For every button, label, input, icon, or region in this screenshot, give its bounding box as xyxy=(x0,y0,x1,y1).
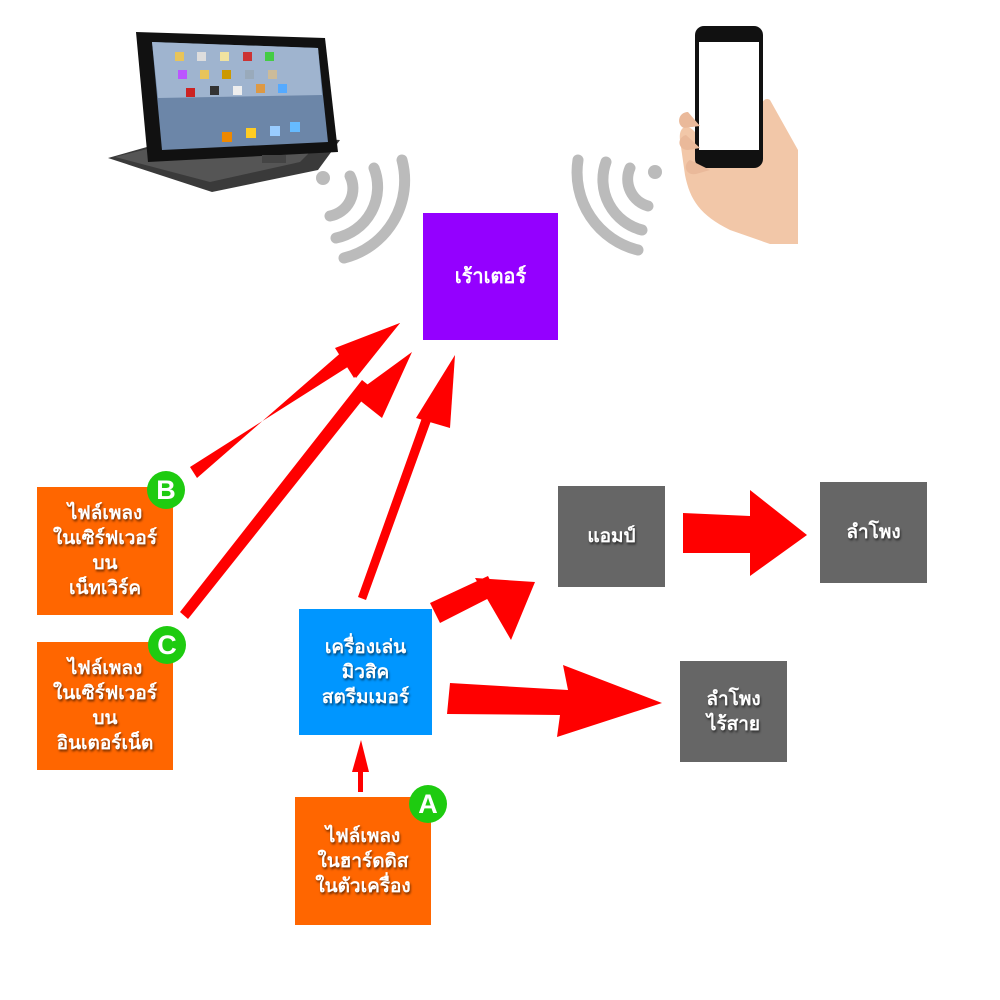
wireless-speaker-line-2: ไร้สาย xyxy=(706,712,761,735)
arrow-amp-to-speaker xyxy=(683,490,807,576)
speaker-box: ลำโพง xyxy=(820,482,927,583)
source-local-line-2: ในฮาร์ดดิส xyxy=(317,849,409,872)
player-line-2: มิวสิค xyxy=(341,660,390,683)
source-internet-server-box: ไฟล์เพลง ในเซิร์ฟเวอร์ บน อินเตอร์เน็ต xyxy=(37,642,173,770)
arrow-player-to-wireless-speaker xyxy=(447,665,662,737)
source-internet-line-3: บน xyxy=(92,707,118,729)
wifi-signal-right-icon xyxy=(571,154,662,256)
amp-box: แอมป์ xyxy=(558,486,665,587)
arrow-network-to-router xyxy=(190,323,400,478)
amp-label: แอมป์ xyxy=(587,525,636,547)
wifi-signal-left-icon xyxy=(316,154,411,264)
badge-c: C xyxy=(148,626,186,664)
arrow-player-to-amp xyxy=(430,576,535,640)
source-internet-line-1: ไฟล์เพลง xyxy=(67,657,143,679)
source-network-line-3: บน xyxy=(92,552,118,574)
tablet-icon xyxy=(108,32,340,192)
router-box: เร้าเตอร์ xyxy=(423,213,558,340)
source-network-line-1: ไฟล์เพลง xyxy=(67,502,143,524)
wireless-speaker-box: ลำโพง ไร้สาย xyxy=(680,661,787,762)
source-local-line-3: ในตัวเครื่อง xyxy=(315,874,411,897)
source-local-harddisk-box: ไฟล์เพลง ในฮาร์ดดิส ในตัวเครื่อง xyxy=(295,797,431,925)
source-network-line-2: ในเซิร์ฟเวอร์ xyxy=(52,527,158,549)
source-internet-line-4: อินเตอร์เน็ต xyxy=(56,732,154,754)
source-local-line-1: ไฟล์เพลง xyxy=(325,824,401,847)
arrow-player-to-router xyxy=(358,355,455,600)
arrow-local-to-player xyxy=(352,740,369,792)
badge-a: A xyxy=(409,785,447,823)
arrow-internet-to-router xyxy=(180,352,412,619)
speaker-label: ลำโพง xyxy=(846,521,901,543)
player-line-1: เครื่องเล่น xyxy=(324,635,407,658)
music-streamer-box: เครื่องเล่น มิวสิค สตรีมเมอร์ xyxy=(299,609,432,735)
source-network-line-4: เน็ทเวิร์ค xyxy=(68,577,142,599)
player-line-3: สตรีมเมอร์ xyxy=(321,685,410,708)
wireless-speaker-line-1: ลำโพง xyxy=(706,687,761,710)
badge-b: B xyxy=(147,471,185,509)
source-network-server-box: ไฟล์เพลง ในเซิร์ฟเวอร์ บน เน็ทเวิร์ค xyxy=(37,487,173,615)
source-internet-line-2: ในเซิร์ฟเวอร์ xyxy=(52,682,158,704)
smartphone-icon xyxy=(679,26,798,244)
router-label: เร้าเตอร์ xyxy=(454,264,527,288)
